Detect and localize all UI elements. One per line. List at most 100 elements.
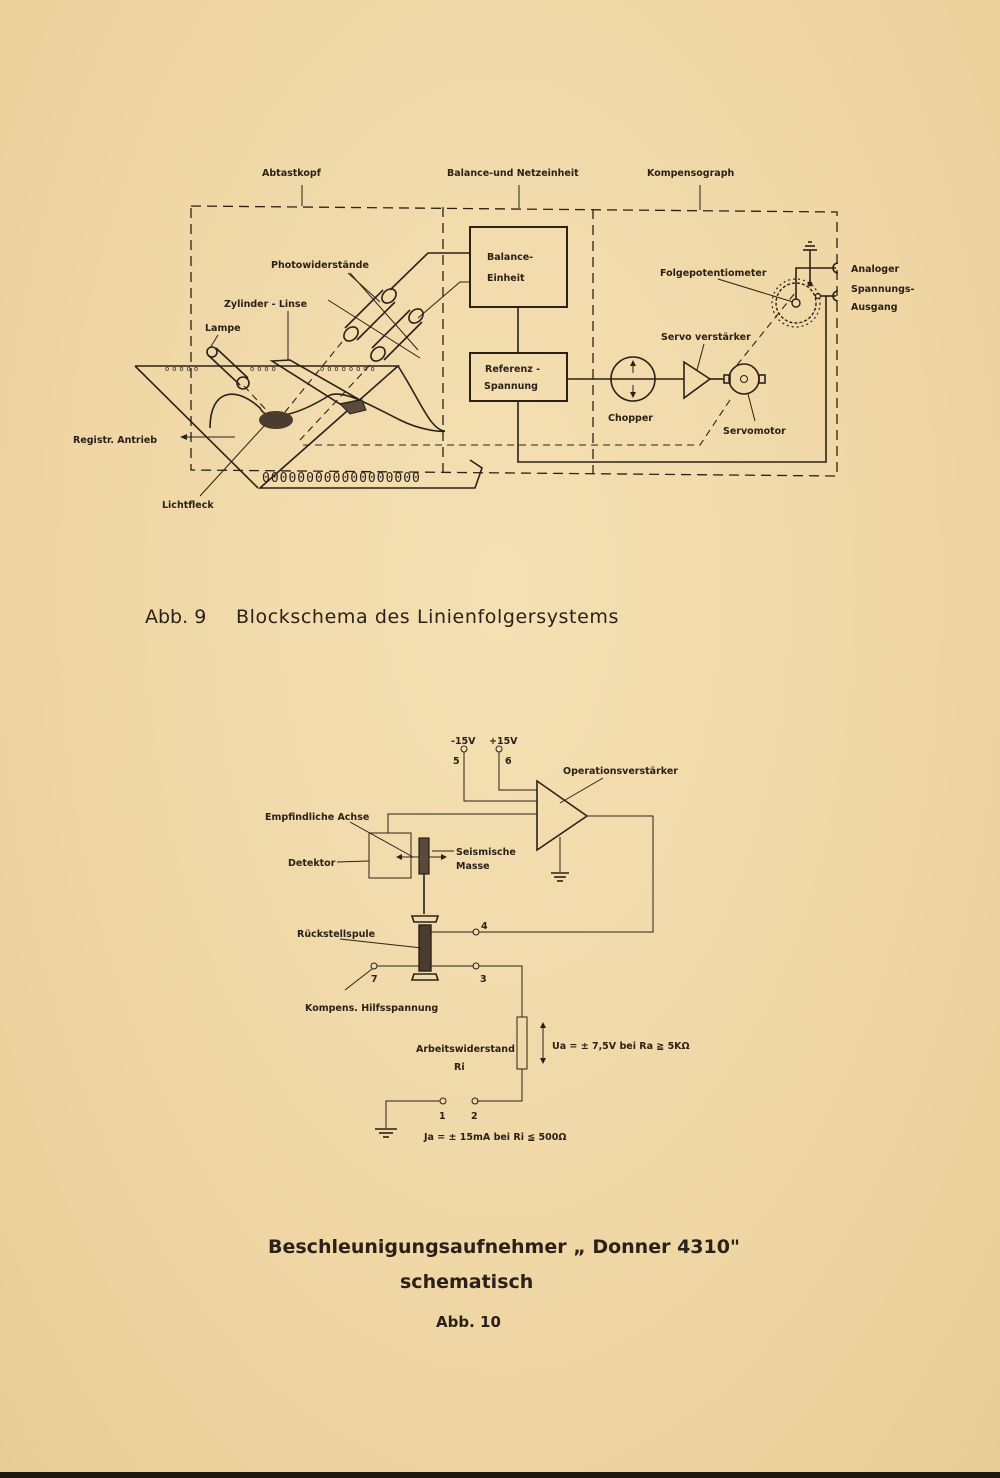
- label-ri: Ri: [454, 1062, 465, 1073]
- pos-supply-wire: [498, 752, 537, 791]
- motor-shaft-left: [723, 374, 731, 384]
- label-photowiderstaende: Photowiderstände: [271, 260, 369, 271]
- pin-7: 7: [371, 974, 378, 985]
- photoresistor-2-icon: [370, 308, 424, 362]
- label-rueckstellspule: Rückstellspule: [297, 929, 375, 940]
- servomotor-leader: [747, 393, 756, 422]
- folgepotentiometer-icon: [771, 278, 821, 328]
- lampe-leader: [209, 334, 219, 349]
- photo-adjust-arrow: [327, 299, 421, 359]
- photo1-wire: [389, 252, 470, 291]
- figure-10-title: Beschleunigungsaufnehmer „ Donner 4310": [268, 1236, 740, 1258]
- pin-5: 5: [453, 756, 460, 767]
- figure-10-schematic: -15V +15V 5 6 Operationsverstärker Detek…: [265, 736, 740, 1331]
- label-kompens-hilfsspannung: Kompens. Hilfsspannung: [305, 1003, 438, 1014]
- spec-ua: Ua = ± 7,5V bei Ra ≧ 5KΩ: [552, 1041, 690, 1052]
- figure-10-subtitle: schematisch: [400, 1271, 533, 1293]
- servo-verstaerker-leader: [696, 343, 705, 371]
- label-registr-antrieb: Registr. Antrieb: [73, 435, 157, 446]
- pin-1: 1: [439, 1111, 446, 1122]
- label-masse: Masse: [456, 861, 490, 872]
- label-neg-15v: -15V: [451, 736, 476, 747]
- spec-ja: Ja = ± 15mA bei Ri ≦ 500Ω: [423, 1132, 566, 1143]
- recorder-paper: 000000000000000000 ooooo oooo oooooooo: [134, 365, 483, 489]
- balance-label-2: Einheit: [487, 273, 525, 284]
- scan-bottom-edge: [0, 1472, 1000, 1478]
- achse-leader: [349, 821, 414, 858]
- label-chopper: Chopper: [608, 413, 653, 424]
- terminal-1: [439, 1097, 447, 1105]
- figure-9-block-diagram: Abtastkopf Balance-und Netzeinheit Kompe…: [73, 168, 915, 628]
- label-spannungs: Spannungs-: [851, 284, 915, 295]
- coil-bottom-cap: [410, 973, 440, 981]
- opamp-output-wire: [479, 815, 654, 933]
- label-lichtfleck: Lichtfleck: [162, 500, 214, 511]
- label-seismische: Seismische: [456, 847, 516, 858]
- servomotor-hub: [740, 375, 748, 383]
- photo-leader-1: [347, 272, 381, 303]
- pot-end-terminal: [807, 281, 813, 287]
- resistor-to-pin2-wire: [477, 1069, 523, 1102]
- opamp-leader: [559, 777, 604, 804]
- sprocket-holes-top-3: oooooooo: [320, 365, 378, 373]
- photo2-wire: [417, 281, 470, 319]
- arbeitswiderstand-icon: [516, 1016, 528, 1070]
- servo-amplifier-icon: [683, 360, 712, 400]
- referenz-spannung-block: [469, 352, 568, 402]
- label-lampe: Lampe: [205, 323, 241, 334]
- operational-amplifier-icon: [536, 779, 589, 852]
- label-zylinder-linse: Zylinder - Linse: [224, 299, 307, 310]
- cylinder-lens-icon: [269, 359, 367, 415]
- pin1-to-ground-wire: [385, 1100, 440, 1128]
- sprocket-holes-bottom: 000000000000000000: [262, 471, 421, 486]
- label-abtastkopf: Abtastkopf: [262, 168, 322, 179]
- label-detektor: Detektor: [288, 858, 336, 869]
- motor-pot-coupling: [736, 292, 796, 366]
- terminal-4: [472, 928, 480, 936]
- sensitive-axis-arrowheads: [396, 854, 447, 860]
- pot-wiper-to-output: [795, 267, 836, 299]
- optic-path-1: [284, 341, 343, 413]
- label-empfindliche-achse: Empfindliche Achse: [265, 812, 369, 823]
- neg-supply-wire: [463, 752, 537, 802]
- coil-top-cap: [410, 915, 440, 923]
- photoresistor-1-icon: [343, 288, 397, 342]
- servomotor-icon: [728, 363, 760, 395]
- balance-einheit-block: [469, 226, 568, 308]
- output-terminal-1: [832, 262, 839, 274]
- lichtfleck-spot: [259, 411, 293, 429]
- referenz-label-2: Spannung: [484, 381, 538, 392]
- light-beam: [243, 385, 271, 415]
- opamp-ground-icon: [551, 872, 569, 882]
- motor-recorder-coupling: [300, 399, 731, 446]
- optic-path-2: [299, 364, 371, 441]
- label-analoger: Analoger: [851, 264, 900, 275]
- recorded-curve: [209, 393, 446, 433]
- label-kompensograph: Kompensograph: [647, 168, 735, 179]
- registr-antrieb-arrowhead: [180, 434, 187, 440]
- referenz-label-1: Referenz -: [485, 364, 540, 375]
- motor-shaft-right: [758, 374, 766, 384]
- photo-leader-2: [349, 272, 419, 351]
- detector-to-opamp-wire: [387, 813, 537, 833]
- pin-4: 4: [481, 921, 488, 932]
- folgepotentiometer-leader: [717, 278, 794, 303]
- pin-2: 2: [471, 1111, 478, 1122]
- ground-icon: [803, 241, 817, 251]
- output-terminal-2: [832, 290, 839, 302]
- pin-3: 3: [480, 974, 487, 985]
- label-balance-netzeinheit: Balance-und Netzeinheit: [447, 168, 579, 179]
- balance-label-1: Balance-: [487, 252, 533, 263]
- pin3-to-resistor-wire: [479, 965, 523, 1017]
- lamp-icon: [206, 346, 250, 390]
- figure-9-number: Abb. 9: [145, 606, 206, 628]
- label-ausgang: Ausgang: [851, 302, 898, 313]
- sprocket-holes-top: ooooo: [165, 365, 201, 373]
- detektor-leader: [336, 860, 370, 863]
- figure-10-number: Abb. 10: [436, 1313, 501, 1331]
- sprocket-holes-top-2: oooo: [250, 365, 279, 373]
- label-arbeitswiderstand: Arbeitswiderstand: [416, 1044, 515, 1055]
- rueckstellspule-leader: [339, 938, 423, 949]
- feedback-to-referenz-wire: [517, 296, 827, 463]
